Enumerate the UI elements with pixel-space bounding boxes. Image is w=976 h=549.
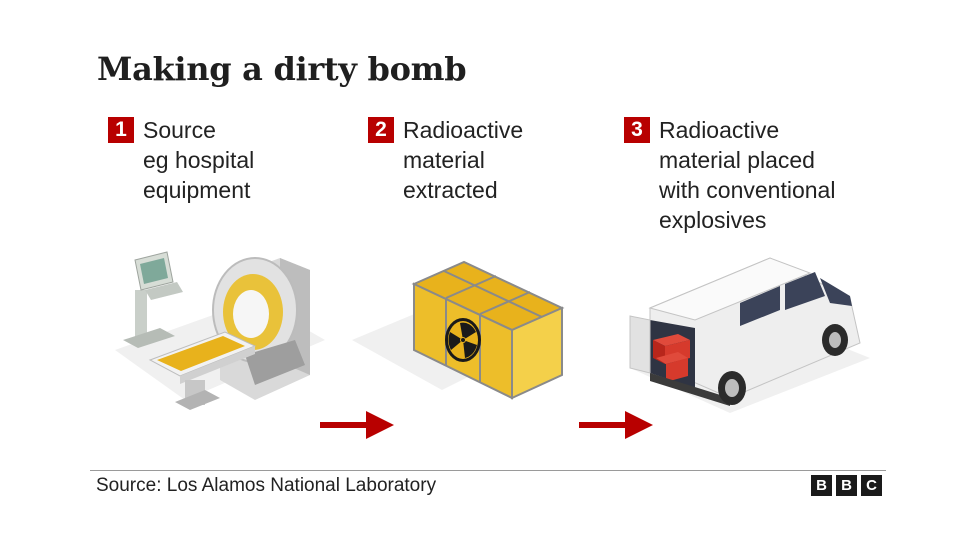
explosives-crates-icon <box>653 334 690 382</box>
source-credit: Source: Los Alamos National Laboratory <box>96 475 437 496</box>
step-2-text: Radioactive material extracted <box>403 117 524 203</box>
radioactive-container-icon <box>352 260 565 400</box>
footer-divider <box>90 470 886 471</box>
step-1-text: Source eg hospital equipment <box>143 117 255 203</box>
arrow-right-icon <box>579 411 653 439</box>
bbc-logo-letter: C <box>861 475 882 496</box>
bbc-logo: B B C <box>811 475 882 496</box>
bbc-logo-letter: B <box>811 475 832 496</box>
step-3-text: Radioactive material placed with convent… <box>659 117 836 233</box>
step-1-number: 1 <box>108 117 134 143</box>
radiation-symbol-icon <box>445 318 481 362</box>
step-2-number: 2 <box>368 117 394 143</box>
step-3-number: 3 <box>624 117 650 143</box>
page-title: Making a dirty bomb <box>97 50 467 88</box>
bbc-logo-letter: B <box>836 475 857 496</box>
arrow-right-icon <box>320 411 394 439</box>
van-icon <box>629 257 870 413</box>
mri-scanner-icon <box>115 251 325 410</box>
